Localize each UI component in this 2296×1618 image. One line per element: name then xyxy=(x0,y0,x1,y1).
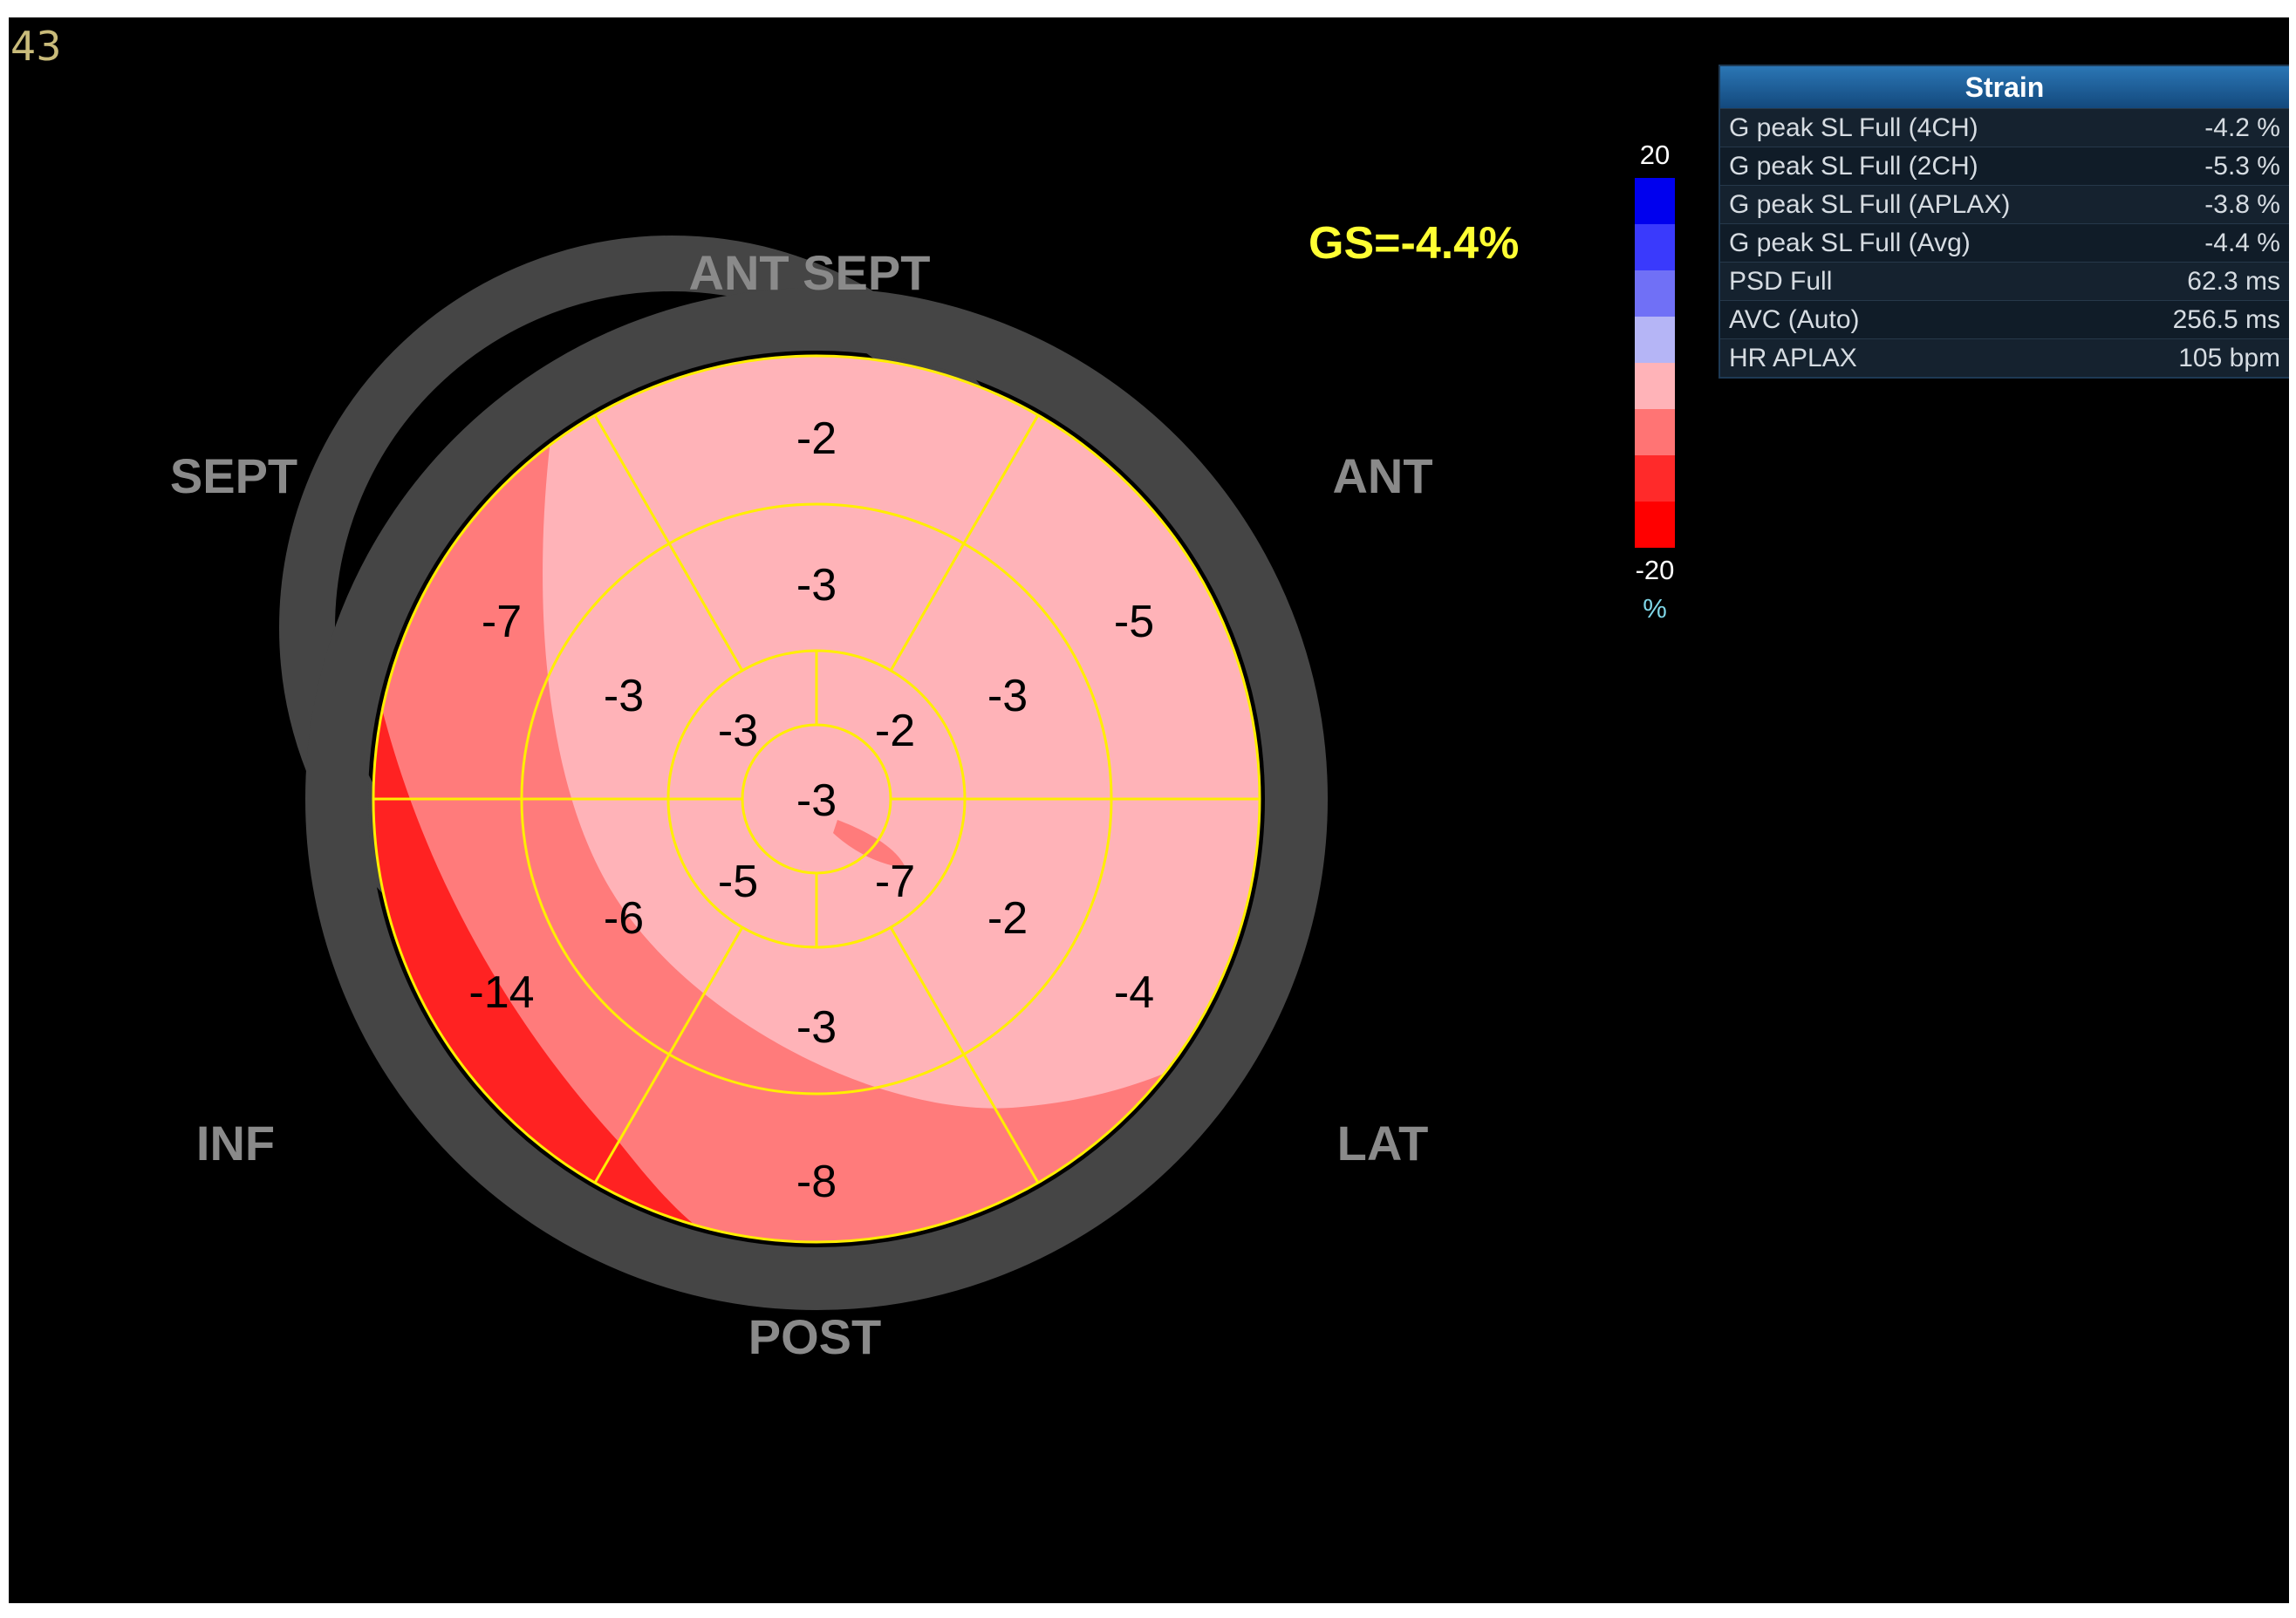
strain-row-label: G peak SL Full (4CH) xyxy=(1729,113,1978,142)
strain-row-label: AVC (Auto) xyxy=(1729,304,1860,334)
grid-line xyxy=(593,414,671,544)
segment-mid-anteroseptal: -3 xyxy=(604,671,644,721)
strain-panel-title: Strain xyxy=(1720,66,2289,108)
scale-step xyxy=(1635,502,1675,548)
scale-step xyxy=(1635,224,1675,270)
strain-row-value: -4.4 % xyxy=(2204,228,2280,257)
segment-apical-septal: -3 xyxy=(718,706,758,756)
scale-step xyxy=(1635,317,1675,363)
strain-row: G peak SL Full (4CH) -4.2 % xyxy=(1720,108,2289,147)
label-sept: SEPT xyxy=(170,448,297,503)
strain-row-value: 105 bpm xyxy=(2178,343,2280,372)
segment-basal-anterolateral: -5 xyxy=(1114,597,1154,647)
label-ant: ANT xyxy=(1332,448,1432,503)
segment-basal-anteroseptal: -7 xyxy=(482,597,522,647)
grid-line xyxy=(593,1054,671,1184)
segment-basal-anterior: -2 xyxy=(796,413,837,464)
segment-mid-inferoseptal: -6 xyxy=(604,893,644,944)
grid-line xyxy=(889,926,966,1055)
strain-row-label: G peak SL Full (2CH) xyxy=(1729,151,1978,181)
scale-step xyxy=(1635,270,1675,317)
orientation-ring-front xyxy=(305,288,1328,1310)
strain-row-label: HR APLAX xyxy=(1729,343,1857,372)
orientation-labels: ANT SEPT SEPT ANT INF LAT POST xyxy=(170,245,1433,1364)
scale-min-label: -20 xyxy=(1635,555,1675,585)
scale-step xyxy=(1635,409,1675,455)
segment-apical-lateral: -7 xyxy=(875,857,915,907)
scale-max-label: 20 xyxy=(1639,140,1671,170)
global-strain-label: GS=-4.4% xyxy=(1309,218,1519,269)
grid-line xyxy=(667,543,744,672)
strain-rows: G peak SL Full (4CH)-4.2 %G peak SL Full… xyxy=(1720,108,2289,377)
segment-values: -2 -5 -4 -8 -14 -7 -3 -3 -2 -3 -6 -3 -2 … xyxy=(468,413,1154,1207)
segment-apical-anterior: -2 xyxy=(875,706,915,756)
label-ant-sept: ANT SEPT xyxy=(689,245,931,300)
label-post: POST xyxy=(748,1309,881,1364)
grid-line xyxy=(889,543,966,672)
frame-number: 43 xyxy=(10,23,62,70)
strain-row: AVC (Auto) 256.5 ms xyxy=(1720,300,2289,338)
bullseye-plot: ANT SEPT SEPT ANT INF LAT POST GS=-4.4% … xyxy=(170,218,1519,1364)
strain-row-value: 256.5 ms xyxy=(2172,304,2280,334)
map-region-apex-streak xyxy=(833,820,905,868)
segment-mid-inferolateral: -2 xyxy=(987,893,1028,944)
segment-apical-inferior: -5 xyxy=(718,857,758,907)
strain-row-value: 62.3 ms xyxy=(2187,266,2280,296)
grid-line xyxy=(667,926,744,1055)
label-lat: LAT xyxy=(1337,1116,1429,1171)
segment-basal-inferolateral: -4 xyxy=(1114,967,1154,1018)
strain-row-value: -5.3 % xyxy=(2204,151,2280,181)
strain-row: G peak SL Full (APLAX) -3.8 % xyxy=(1720,185,2289,223)
strain-row-label: G peak SL Full (APLAX) xyxy=(1729,189,2011,219)
strain-row: HR APLAX 105 bpm xyxy=(1720,338,2289,377)
strain-panel: Strain G peak SL Full (4CH)-4.2 %G peak … xyxy=(1719,65,2289,379)
scale-step xyxy=(1635,178,1675,224)
scale-unit: % xyxy=(1643,593,1667,624)
segment-apex: -3 xyxy=(796,775,837,826)
scale-bar xyxy=(1635,178,1675,548)
grid-line xyxy=(962,1054,1040,1184)
segment-basal-inferior: -8 xyxy=(796,1157,837,1207)
strain-row: G peak SL Full (Avg) -4.4 % xyxy=(1720,223,2289,262)
strain-row-value: -4.2 % xyxy=(2204,113,2280,142)
scale-step xyxy=(1635,363,1675,409)
scale-step xyxy=(1635,455,1675,502)
segment-mid-anterolateral: -3 xyxy=(987,671,1028,721)
segment-mid-anterior: -3 xyxy=(796,560,837,611)
strain-row-label: G peak SL Full (Avg) xyxy=(1729,228,1971,257)
label-inf: INF xyxy=(196,1116,275,1171)
segment-mid-inferior: -3 xyxy=(796,1002,837,1053)
color-scale: 20 -20 % xyxy=(1624,140,1685,625)
ultrasound-screen: 43 xyxy=(9,17,2289,1603)
strain-row-label: PSD Full xyxy=(1729,266,1833,296)
strain-row-value: -3.8 % xyxy=(2204,189,2280,219)
segment-grid xyxy=(372,354,1261,1244)
strain-row: G peak SL Full (2CH) -5.3 % xyxy=(1720,147,2289,185)
segment-basal-inferoseptal: -14 xyxy=(468,967,534,1018)
map-region-mid xyxy=(373,384,1260,1242)
strain-row: PSD Full 62.3 ms xyxy=(1720,262,2289,300)
grid-line xyxy=(962,414,1040,544)
